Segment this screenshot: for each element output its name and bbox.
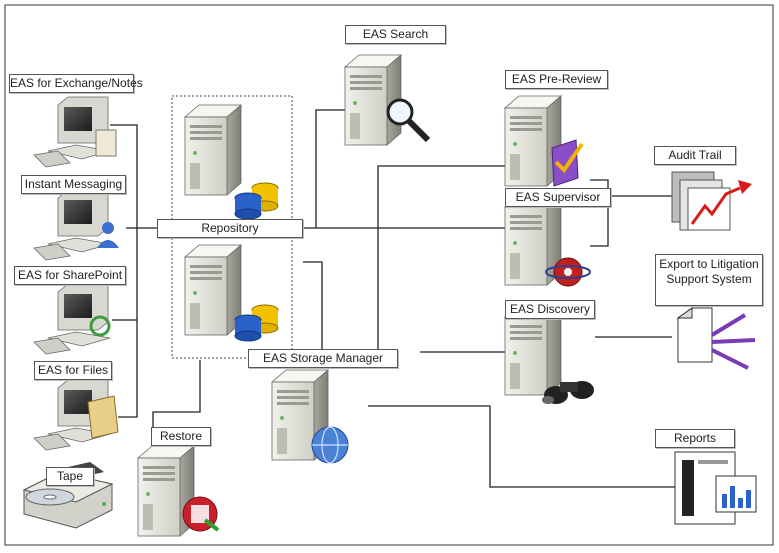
search-label: EAS Search (345, 25, 446, 44)
storage-manager-label: EAS Storage Manager (248, 349, 398, 368)
user-icon (97, 222, 119, 248)
sharepoint-label: EAS for SharePoint (14, 266, 126, 285)
audit-trail-label: Audit Trail (654, 146, 736, 165)
instant-messaging-label: Instant Messaging (21, 175, 126, 194)
restore-label: Restore (151, 427, 211, 446)
im-client-pc (33, 189, 111, 261)
repository-label: Repository (157, 219, 303, 238)
database-icon (234, 304, 279, 342)
files-label: EAS for Files (34, 361, 112, 380)
supervisor-label: EAS Supervisor (505, 188, 611, 207)
folder-icon (87, 395, 119, 439)
checkmark-icon (551, 139, 584, 187)
exchange-notes-label: EAS for Exchange/Notes (9, 74, 143, 93)
eye-icon (545, 257, 591, 287)
binoculars-icon (542, 381, 594, 404)
database-icon (234, 182, 279, 220)
globe-icon (311, 426, 349, 464)
floppy-restore-icon (182, 496, 220, 532)
reports-label: Reports (655, 429, 735, 448)
tape-label: Tape (46, 467, 94, 486)
pre-review-server (504, 95, 562, 187)
discovery-label: EAS Discovery (505, 300, 595, 319)
export-label: Export to Litigation Support System (655, 254, 763, 306)
search-server (344, 54, 402, 146)
document-icon (95, 129, 117, 157)
repository-server-top (184, 104, 242, 196)
audit-trail-icon (671, 171, 752, 231)
sync-icon (89, 315, 111, 337)
pre-review-label: EAS Pre-Review (505, 70, 608, 89)
supervisor-server (504, 194, 562, 286)
repository-server-bottom (184, 244, 242, 336)
magnifier-icon (386, 98, 431, 143)
export-icon (676, 307, 756, 370)
chart-icon (674, 451, 757, 525)
sharepoint-client-pc (33, 283, 111, 355)
